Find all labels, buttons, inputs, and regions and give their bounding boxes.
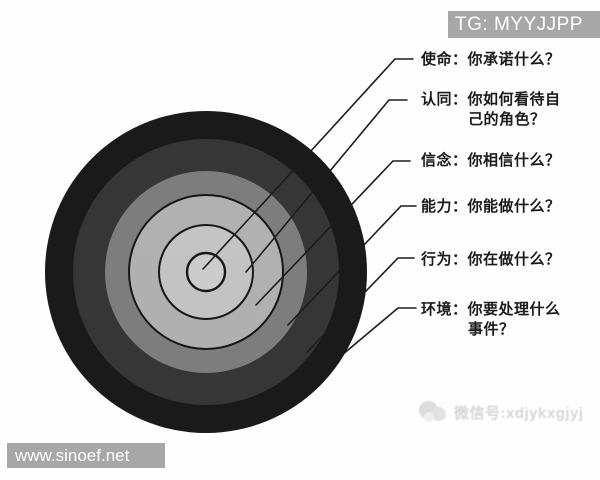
leader-line-mission bbox=[202, 58, 414, 270]
label-behavior-text: 行为：你在做什么？ bbox=[421, 252, 561, 268]
label-capability: 能力：你能做什么？ bbox=[421, 197, 561, 217]
website-watermark-badge: www.sinoef.net bbox=[7, 443, 165, 468]
scan-grain-texture bbox=[45, 111, 367, 433]
telegram-watermark-badge: TG: MYYJJPP bbox=[448, 11, 600, 38]
label-identity: 认同：你如何看待自 己的角色？ bbox=[421, 90, 561, 130]
label-behavior: 行为：你在做什么？ bbox=[421, 250, 561, 270]
label-identity-text-line2: 己的角色？ bbox=[468, 112, 546, 128]
label-environment: 环境：你要处理什么 事件？ bbox=[421, 300, 561, 340]
telegram-watermark-text: TG: MYYJJPP bbox=[455, 13, 583, 35]
label-belief-text: 信念：你相信什么？ bbox=[421, 153, 561, 169]
wechat-icon bbox=[418, 398, 448, 426]
wechat-watermark: 微信号:xdjykxgjyj bbox=[418, 398, 584, 426]
leader-line-identity bbox=[245, 99, 408, 273]
leader-line-behavior bbox=[306, 257, 415, 353]
website-watermark-text: www.sinoef.net bbox=[15, 445, 130, 465]
label-mission: 使命：你承诺什么？ bbox=[421, 50, 561, 70]
label-environment-text-line2: 事件？ bbox=[468, 322, 515, 338]
label-capability-text: 能力：你能做什么？ bbox=[421, 199, 561, 215]
label-environment-text-line1: 环境：你要处理什么 bbox=[421, 302, 561, 318]
label-mission-text: 使命：你承诺什么？ bbox=[421, 52, 561, 68]
label-identity-text-line1: 认同：你如何看待自 bbox=[421, 92, 561, 108]
leader-line-capability bbox=[287, 205, 417, 326]
leader-line-belief bbox=[255, 160, 411, 306]
wechat-id-text: 微信号:xdjykxgjyj bbox=[454, 404, 584, 422]
label-belief: 信念：你相信什么？ bbox=[421, 151, 561, 171]
leader-line-environment bbox=[322, 307, 417, 372]
